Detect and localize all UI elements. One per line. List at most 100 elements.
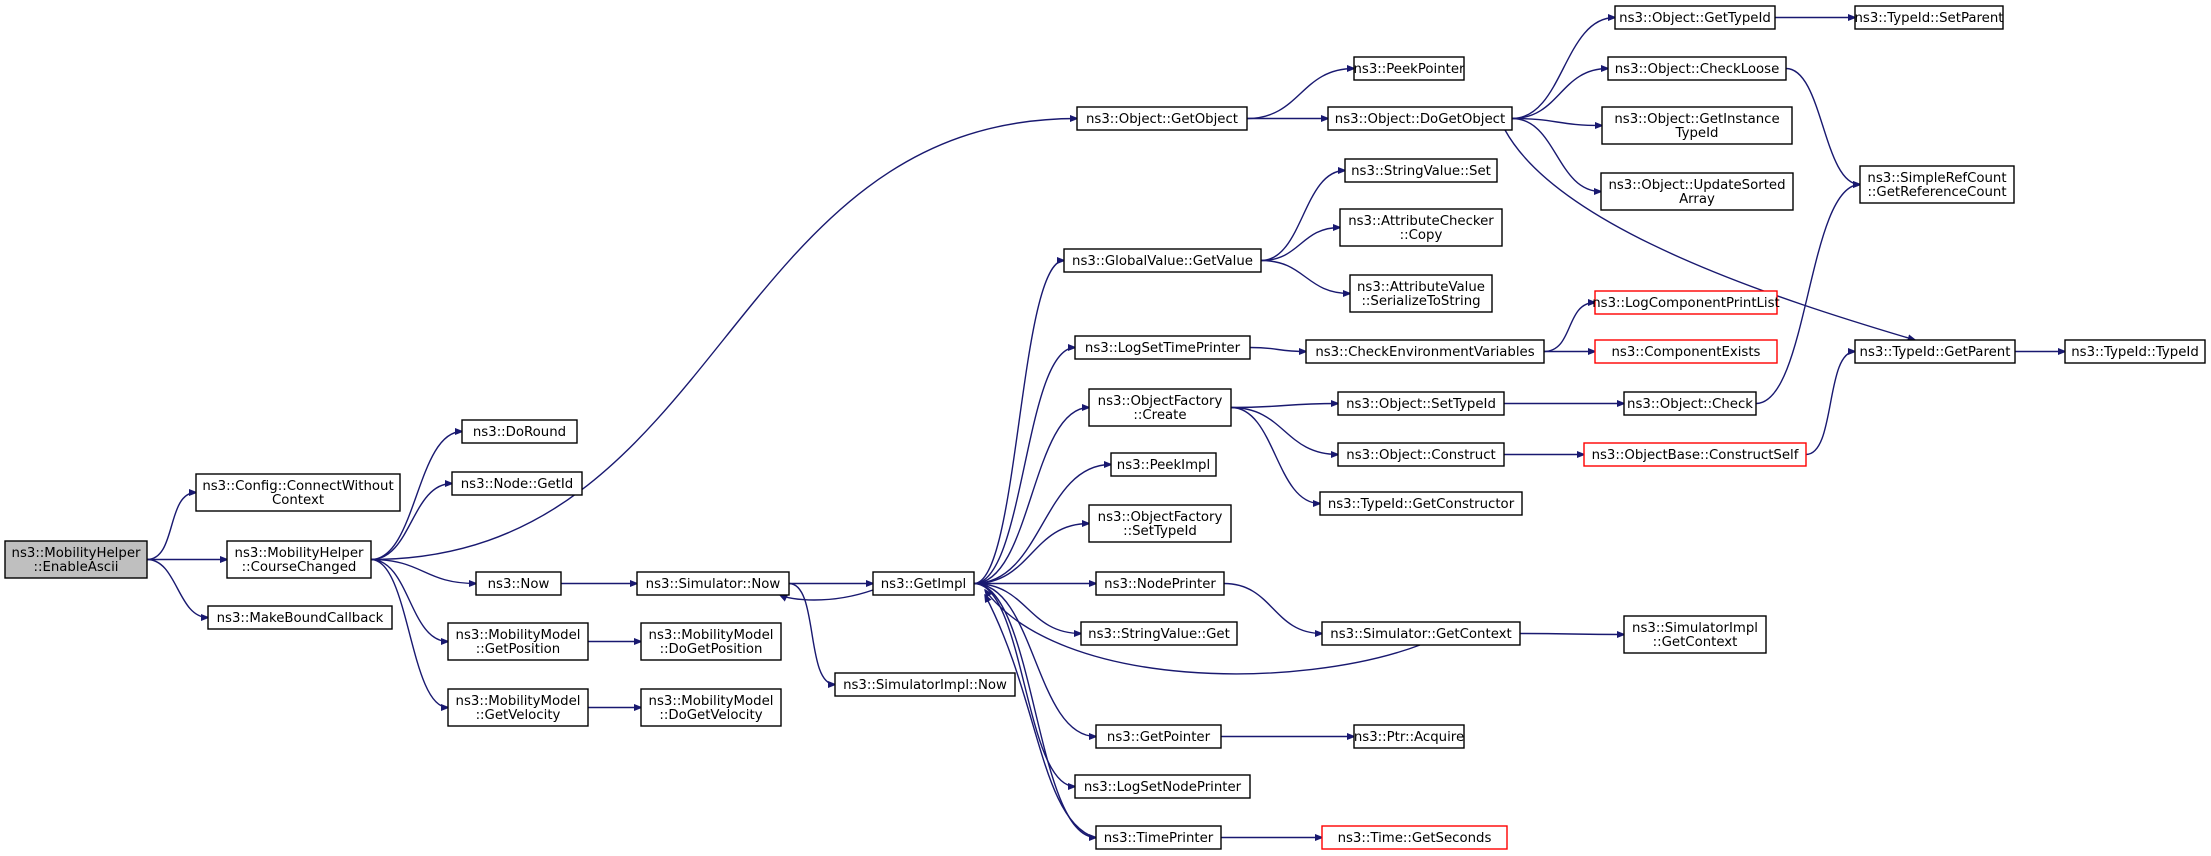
call-edge — [1511, 117, 1602, 126]
call-edge — [1260, 171, 1345, 262]
node-ns3-checkenvironmentvariables[interactable]: ns3::CheckEnvironmentVariables — [1305, 339, 1545, 364]
call-edge — [985, 590, 1421, 675]
node-ns3-logcomponentprintlist[interactable]: ns3::LogComponentPrintList — [1592, 290, 1780, 315]
node-label: ::GetContext — [1653, 635, 1738, 650]
node-box — [1859, 165, 2015, 204]
node-ns3-object-getobject[interactable]: ns3::Object::GetObject — [1076, 106, 1248, 131]
node-label: ::GetPosition — [476, 642, 560, 657]
node-ns3-typeid-getparent[interactable]: ns3::TypeId::GetParent — [1854, 339, 2016, 364]
node-ns3-object-gettypeid[interactable]: ns3::Object::GetTypeId — [1614, 5, 1776, 30]
node-box — [1854, 339, 2016, 364]
node-ns3-nodeprinter[interactable]: ns3::NodePrinter — [1095, 571, 1225, 596]
call-edge — [370, 558, 448, 708]
node-label: ::SetTypeId — [1123, 524, 1197, 539]
node-ns3-time-getseconds[interactable]: ns3::Time::GetSeconds — [1321, 825, 1508, 850]
node-ns3-object-checkloose[interactable]: ns3::Object::CheckLoose — [1607, 56, 1787, 81]
call-edge — [370, 432, 462, 561]
call-edge — [973, 582, 1096, 737]
node-box — [475, 571, 562, 596]
call-edge — [146, 558, 208, 618]
node-ns3-makeboundcallback[interactable]: ns3::MakeBoundCallback — [207, 605, 393, 630]
node-ns3-stringvalue-set[interactable]: ns3::StringValue::Set — [1344, 158, 1498, 183]
node-ns3-simulator-now[interactable]: ns3::Simulator::Now — [636, 571, 790, 596]
node-ns3-mobilitymodel-getposition[interactable]: ns3::MobilityModel::GetPosition — [447, 622, 589, 661]
call-edge — [1504, 129, 1915, 340]
node-ns3-mobilityhelper-enableascii[interactable]: ns3::MobilityHelper::EnableAscii — [4, 540, 148, 579]
call-edge — [1260, 259, 1350, 294]
node-ns3-typeid-setparent[interactable]: ns3::TypeId::SetParent — [1854, 5, 2004, 30]
node-box — [872, 571, 975, 596]
node-ns3-objectfactory-settypeid[interactable]: ns3::ObjectFactory::SetTypeId — [1088, 504, 1232, 543]
node-ns3-simulatorimpl-getcontext[interactable]: ns3::SimulatorImpl::GetContext — [1623, 615, 1767, 654]
node-ns3-objectfactory-create[interactable]: ns3::ObjectFactory::Create — [1088, 388, 1232, 427]
node-label: ns3::PeekPointer — [1353, 62, 1465, 77]
node-ns3-objectbase-constructself[interactable]: ns3::ObjectBase::ConstructSelf — [1583, 442, 1807, 467]
node-label: Array — [1679, 192, 1715, 207]
node-ns3-componentexists[interactable]: ns3::ComponentExists — [1594, 339, 1778, 364]
node-ns3-mobilitymodel-dogetvelocity[interactable]: ns3::MobilityModel::DoGetVelocity — [640, 688, 782, 727]
node-label: ns3::Simulator::GetContext — [1330, 627, 1511, 642]
node-ns3-simulator-getcontext[interactable]: ns3::Simulator::GetContext — [1321, 621, 1521, 646]
node-label: ns3::Object::CheckLoose — [1615, 62, 1780, 77]
node-ns3-attributevalue-serializetostring[interactable]: ns3::AttributeValue::SerializeToString — [1349, 274, 1493, 313]
call-edge — [1511, 69, 1608, 120]
node-ns3-attributechecker-copy[interactable]: ns3::AttributeChecker::Copy — [1339, 208, 1503, 247]
node-label: ns3::Time::GetSeconds — [1338, 831, 1492, 846]
call-edge — [1543, 303, 1595, 353]
node-box — [1353, 56, 1465, 81]
node-ns3-peekimpl[interactable]: ns3::PeekImpl — [1110, 452, 1217, 477]
node-label: ::Copy — [1400, 228, 1443, 243]
node-ns3-logsettimeprinter[interactable]: ns3::LogSetTimePrinter — [1074, 335, 1251, 360]
node-ns3-now[interactable]: ns3::Now — [475, 571, 562, 596]
node-label: ns3::MobilityHelper — [235, 546, 364, 561]
node-ns3-logsetnodeprinter[interactable]: ns3::LogSetNodePrinter — [1074, 774, 1251, 799]
call-edge — [1511, 18, 1615, 120]
node-label: TypeId — [1675, 126, 1719, 141]
call-edge — [1260, 228, 1340, 262]
node-box — [1088, 388, 1232, 427]
node-label: ns3::DoRound — [473, 425, 566, 440]
node-ns3-simplerefcount-getreferencecount[interactable]: ns3::SimpleRefCount::GetReferenceCount — [1859, 165, 2015, 204]
node-box — [461, 419, 578, 444]
node-label: ns3::TypeId::GetConstructor — [1328, 497, 1515, 512]
node-label: ns3::ObjectBase::ConstructSelf — [1592, 448, 1799, 463]
node-box — [1321, 825, 1508, 850]
node-ns3-mobilityhelper-coursechanged[interactable]: ns3::MobilityHelper::CourseChanged — [226, 540, 372, 579]
node-ns3-timeprinter[interactable]: ns3::TimePrinter — [1095, 825, 1222, 850]
node-ns3-object-settypeid[interactable]: ns3::Object::SetTypeId — [1337, 391, 1505, 416]
node-ns3-object-check[interactable]: ns3::Object::Check — [1623, 391, 1757, 416]
node-ns3-doround[interactable]: ns3::DoRound — [461, 419, 578, 444]
node-ns3-typeid-getconstructor[interactable]: ns3::TypeId::GetConstructor — [1319, 491, 1523, 516]
node-ns3-peekpointer[interactable]: ns3::PeekPointer — [1353, 56, 1465, 81]
node-label: ns3::SimulatorImpl::Now — [843, 678, 1007, 693]
node-label: ns3::GetPointer — [1107, 730, 1211, 745]
node-box — [636, 571, 790, 596]
node-ns3-ptr-acquire[interactable]: ns3::Ptr::Acquire — [1353, 724, 1465, 749]
call-edge — [1785, 67, 1860, 185]
node-ns3-typeid-typeid[interactable]: ns3::TypeId::TypeId — [2064, 339, 2206, 364]
node-ns3-object-dogetobject[interactable]: ns3::Object::DoGetObject — [1327, 106, 1513, 131]
call-edge — [973, 465, 1111, 585]
node-label: ns3::GetImpl — [881, 577, 966, 592]
node-ns3-globalvalue-getvalue[interactable]: ns3::GlobalValue::GetValue — [1063, 248, 1262, 273]
node-box — [1076, 106, 1248, 131]
node-ns3-getpointer[interactable]: ns3::GetPointer — [1095, 724, 1222, 749]
node-ns3-mobilitymodel-getvelocity[interactable]: ns3::MobilityModel::GetVelocity — [447, 688, 589, 727]
node-ns3-node-getid[interactable]: ns3::Node::GetId — [451, 471, 583, 496]
node-ns3-object-construct[interactable]: ns3::Object::Construct — [1337, 442, 1505, 467]
node-label: ns3::Simulator::Now — [646, 577, 781, 592]
node-box — [1080, 621, 1238, 646]
node-box — [195, 473, 401, 512]
call-edge — [1246, 69, 1354, 120]
call-edge — [780, 589, 874, 600]
node-ns3-mobilitymodel-dogetposition[interactable]: ns3::MobilityModel::DoGetPosition — [640, 622, 782, 661]
node-ns3-simulatorimpl-now[interactable]: ns3::SimulatorImpl::Now — [834, 672, 1016, 697]
node-box — [1321, 621, 1521, 646]
call-edge — [370, 558, 476, 584]
node-ns3-stringvalue-get[interactable]: ns3::StringValue::Get — [1080, 621, 1238, 646]
node-ns3-getimpl[interactable]: ns3::GetImpl — [872, 571, 975, 596]
